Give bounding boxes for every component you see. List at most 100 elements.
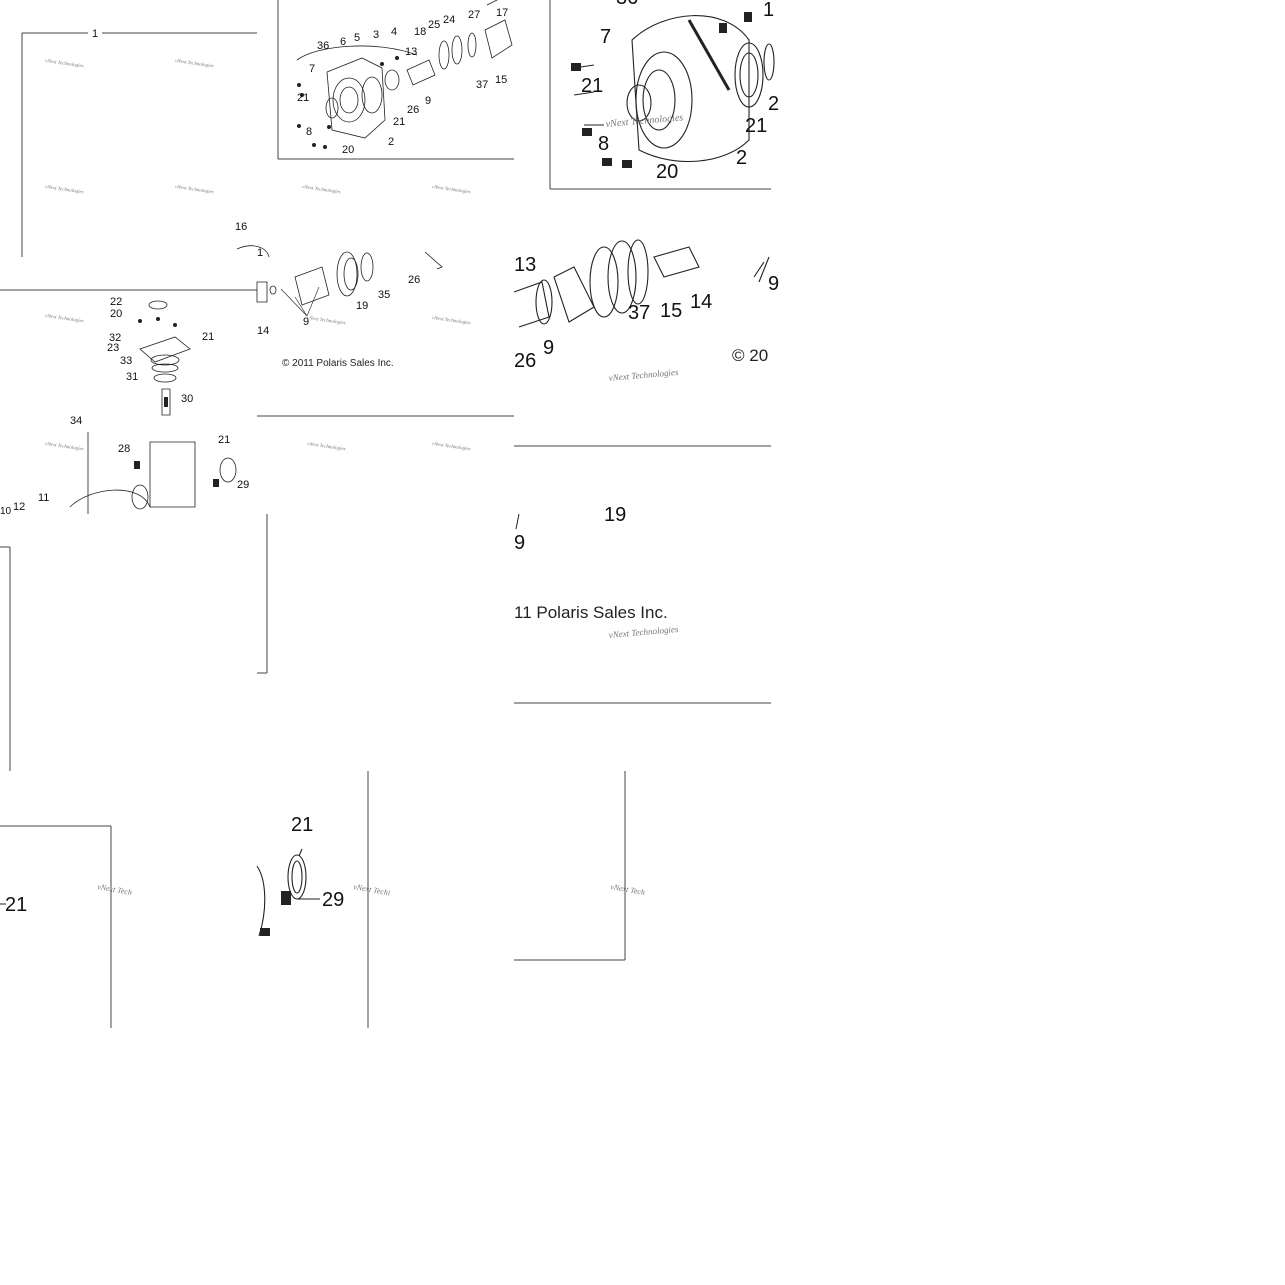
callout-32: 32 — [109, 332, 121, 344]
diagram-shaft: 16 1 19 35 26 9 14 © 2011 Polaris Sales … — [235, 221, 514, 452]
watermark: vNext Technologies — [45, 59, 84, 69]
callout-20-gear: 20 — [110, 308, 122, 320]
callout-4: 4 — [391, 26, 397, 38]
gearcase-small-parts — [134, 317, 219, 487]
diagram-rings-zoom: 13 37 15 14 9 26 9 © 20 vNext Technologi… — [513, 239, 779, 447]
copyright-partial: © 20 — [732, 346, 768, 365]
callout-22: 22 — [110, 296, 122, 308]
tile-overview-top-left: 1 vNext Technologies vNext Technologies … — [0, 0, 257, 257]
callout-23: 23 — [107, 342, 119, 354]
callout-1-zoom: 1 — [763, 0, 774, 21]
callout-15-zoom: 15 — [660, 300, 682, 322]
tile-zoom-middle-right: 13 37 15 14 9 26 9 © 20 vNext Technologi… — [513, 239, 779, 514]
callout-31: 31 — [126, 371, 138, 383]
bolts — [297, 56, 399, 149]
gearcase-drawing — [69, 300, 237, 514]
copyright-partial-2: 11 Polaris Sales Inc. — [514, 603, 668, 622]
callout-14-zoom: 14 — [690, 291, 712, 313]
watermark-zoom: vNext Technologies — [608, 624, 679, 640]
callout-19-bottom: 19 — [604, 504, 626, 526]
callout-36-zoom: 36 — [616, 0, 638, 9]
callout-15: 15 — [495, 74, 507, 86]
callout-2: 2 — [388, 136, 394, 148]
tile-bottom-center: 21 29 vNext Techi — [256, 771, 514, 1028]
callout-33: 33 — [120, 355, 132, 367]
tile-zoom-bottom-right: 9 19 11 Polaris Sales Inc. vNext Technol… — [514, 504, 771, 771]
callout-21b: 21 — [393, 116, 405, 128]
diagram-bottom-left: 21 vNext Tech — [0, 825, 133, 1028]
callout-12: 12 — [13, 501, 25, 513]
callout-20-zoom: 20 — [656, 161, 678, 183]
watermark-cut: vNext Tech — [97, 882, 133, 897]
callout-37-zoom: 37 — [628, 302, 650, 324]
callout-25: 25 — [428, 19, 440, 31]
watermark: vNext Technologies — [45, 185, 84, 195]
watermark: vNext Technologies — [432, 442, 471, 452]
callout-19: 19 — [356, 300, 368, 312]
watermark: vNext Technologies — [175, 185, 214, 195]
callout-21c-gear: 21 — [218, 434, 230, 446]
watermark-zoom: vNext Technologies — [608, 367, 679, 383]
tile-frame-left — [0, 514, 257, 771]
callout-36: 36 — [317, 40, 329, 52]
callout-7-zoom: 7 — [600, 26, 611, 48]
diagram-housing-zoom: 36 1 7 21 8 20 2 21 2 vNext Technologies — [549, 0, 779, 190]
callout-9-zoom: 9 — [543, 337, 554, 359]
callout-13: 13 — [405, 46, 417, 58]
watermark: vNext Technologies — [45, 314, 84, 324]
callout-10: 10 — [0, 506, 12, 517]
callout-37: 37 — [476, 79, 488, 91]
callout-21-zoom: 21 — [581, 75, 603, 97]
frame-bottom-right: vNext Tech — [514, 771, 646, 961]
plug-29 — [281, 891, 291, 905]
callout-29-seal: 29 — [322, 889, 344, 911]
callout-30: 30 — [181, 393, 193, 405]
housing-drawing — [296, 0, 513, 139]
callout-34: 34 — [70, 415, 82, 427]
callout-5: 5 — [354, 32, 360, 44]
diagram-frame-a: 1 vNext Technologies vNext Technologies … — [21, 28, 257, 257]
callout-13-zoom: 13 — [514, 254, 536, 276]
callout-3: 3 — [373, 29, 379, 41]
callout-24: 24 — [443, 14, 455, 26]
diagram-bottom-center: 21 29 vNext Techi — [256, 771, 391, 1028]
shaft-drawing — [236, 245, 443, 306]
watermark-zoom: vNext Technologies — [605, 112, 683, 130]
tile-bottom-right: vNext Tech — [514, 771, 771, 1028]
callout-17: 17 — [496, 7, 508, 19]
callout-35: 35 — [378, 289, 390, 301]
callout-27: 27 — [468, 9, 480, 21]
watermark-cut: vNext Tech — [610, 882, 646, 897]
watermark: vNext Technologies — [432, 316, 471, 326]
tile-center-shaft: 16 1 19 35 26 9 14 © 2011 Polaris Sales … — [235, 221, 514, 514]
callout-7: 7 — [309, 63, 315, 75]
callout-16: 16 — [235, 221, 247, 233]
tile-gearcase-left: 22 20 32 23 33 31 21 30 34 28 21 29 11 1… — [0, 257, 257, 517]
watermark: vNext Technologies — [302, 185, 341, 195]
housing-zoom-drawing — [573, 15, 775, 163]
tile-frame-center — [257, 514, 514, 771]
watermark: vNext Technologies — [45, 442, 84, 452]
watermark: vNext Technologies — [307, 316, 346, 326]
callout-9-bottom: 9 — [514, 532, 525, 554]
watermark: vNext Technologies — [432, 185, 471, 195]
callout-9-shaft: 9 — [303, 316, 309, 328]
callout-9: 9 — [425, 95, 431, 107]
callout-26: 26 — [407, 104, 419, 116]
frame-left — [0, 546, 11, 771]
callout-21-seal: 21 — [291, 814, 313, 836]
callout-26-zoom: 26 — [514, 350, 536, 372]
callout-2b-zoom: 2 — [768, 93, 779, 115]
callout-18: 18 — [414, 26, 426, 38]
callout-29: 29 — [237, 479, 249, 491]
callout-1-shaft: 1 — [257, 247, 263, 259]
tile-zoom-top-right: 36 1 7 21 8 20 2 21 2 vNext Technologies — [514, 0, 779, 257]
watermark-cut: vNext Techi — [353, 882, 391, 897]
callout-11: 11 — [38, 492, 49, 504]
callout-21-gear: 21 — [202, 331, 214, 343]
callout-1: 1 — [92, 28, 98, 40]
rings-zoom-drawing — [513, 239, 770, 328]
tile-bottom-left: 21 vNext Tech — [0, 771, 257, 1028]
frame-center — [257, 514, 268, 674]
callout-2-zoom: 2 — [736, 147, 747, 169]
